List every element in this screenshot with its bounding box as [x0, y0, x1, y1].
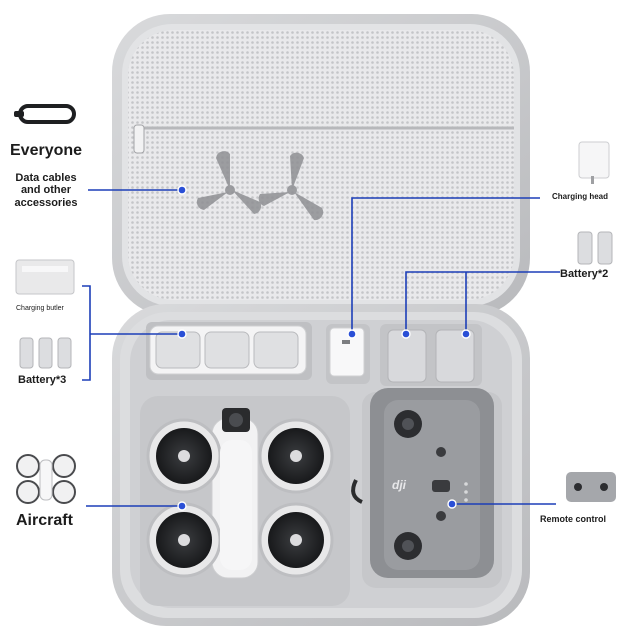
- prop-guard: [258, 418, 334, 494]
- propeller-shape: [258, 152, 324, 221]
- zipper-pull: [133, 124, 145, 154]
- prop-guard: [258, 502, 334, 578]
- remote-logo: dji: [392, 478, 406, 492]
- battery-pair: [387, 329, 475, 383]
- mesh-pocket: [128, 30, 514, 300]
- label-data-cables: Data cables and other accessories: [14, 172, 78, 209]
- label-charging-butler: Charging butler: [16, 305, 64, 312]
- charging-butler-icon: [15, 259, 75, 295]
- battery-pair-icon: [577, 231, 613, 265]
- callout-lines: [82, 189, 560, 507]
- charging-head-icon: [578, 141, 610, 184]
- prop-guard: [146, 418, 222, 494]
- aircraft: [146, 408, 334, 579]
- battery-three-icon: [19, 337, 72, 369]
- charging-head: [329, 327, 365, 377]
- prop-guard: [146, 502, 222, 578]
- propeller-shape: [196, 151, 262, 214]
- callout-dots: [177, 185, 471, 511]
- cable-icon: [14, 104, 76, 124]
- label-remote-control: Remote control: [540, 514, 607, 524]
- label-aircraft: Aircraft: [16, 512, 73, 529]
- label-everyone: Everyone: [10, 142, 83, 159]
- remote-control-icon: [566, 472, 616, 502]
- charging-butler: [149, 325, 307, 375]
- label-battery-3: Battery*3: [18, 374, 67, 386]
- aircraft-icon: [16, 454, 76, 504]
- case-lid: [112, 14, 530, 316]
- label-battery-2: Battery*2: [560, 268, 609, 280]
- remote-control: [370, 388, 494, 578]
- label-charging-head: Charging head: [552, 192, 609, 201]
- cable: [351, 479, 363, 504]
